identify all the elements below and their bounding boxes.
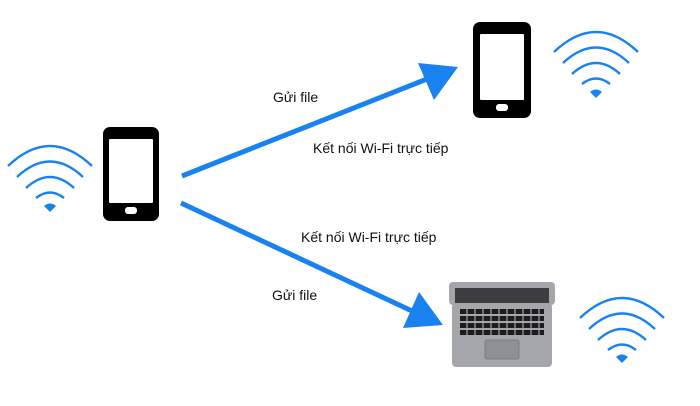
send-file-label-top: Gửi file (273, 89, 318, 105)
wifi-icon-bottom-right (579, 296, 665, 363)
wifi-direct-label-bottom: Kết nối Wi-Fi trực tiếp (301, 229, 437, 245)
send-file-label-bottom: Gửi file (272, 287, 317, 303)
smartphone-icon-receiver (473, 22, 531, 118)
arrow-to-phone (181, 63, 458, 179)
arrow-to-laptop (179, 200, 443, 328)
wifi-icon-left (7, 144, 93, 212)
wifi-icon-top-right (553, 30, 639, 98)
wifi-direct-label-top: Kết nối Wi-Fi trực tiếp (313, 140, 449, 156)
laptop-icon (449, 282, 555, 367)
smartphone-icon-sender (103, 127, 159, 221)
